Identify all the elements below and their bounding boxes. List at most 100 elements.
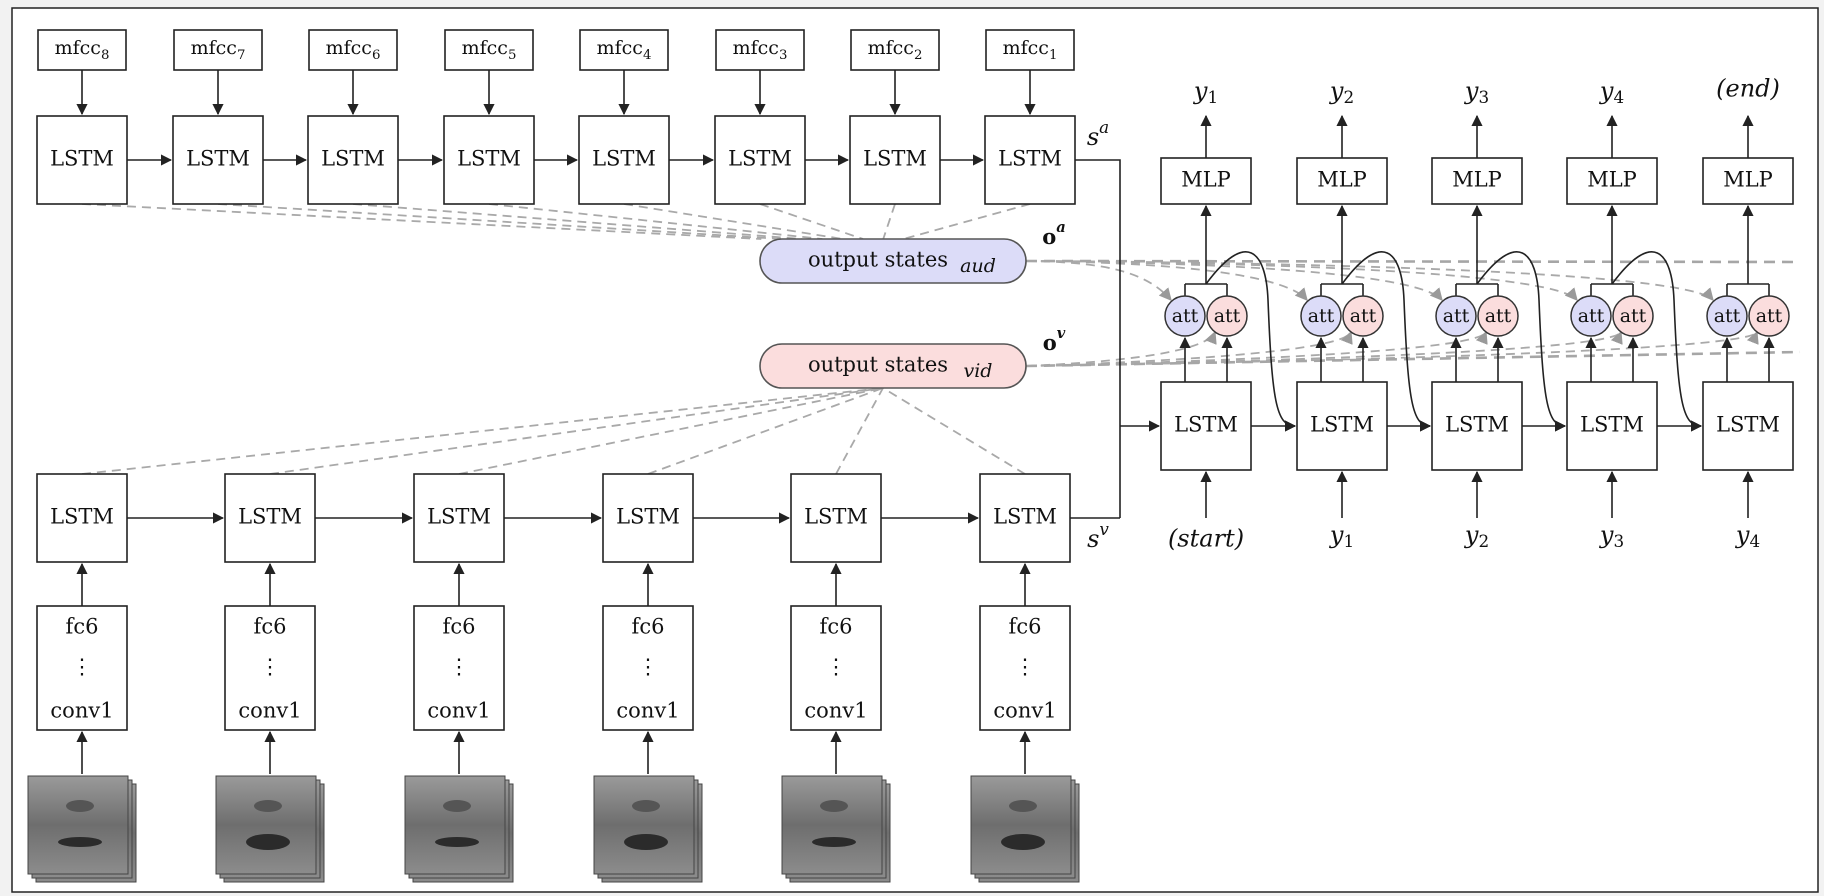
audio-lstm-box xyxy=(307,115,399,205)
att-video-label: att xyxy=(1620,305,1647,327)
cnn-box xyxy=(602,605,694,731)
cnn-box xyxy=(979,605,1071,731)
audio-to-states-dash xyxy=(882,203,896,240)
o-v-label: ov xyxy=(1043,325,1066,355)
video-lstm-label: LSTM xyxy=(993,505,1057,529)
audio-lstm-box xyxy=(443,115,535,205)
cnn-box xyxy=(790,605,882,731)
cnn-dots-label: ⋮ xyxy=(449,655,470,679)
face-frame xyxy=(593,775,695,875)
audio-lstm-label: LSTM xyxy=(592,147,656,171)
audio-encoder: mfcc8LSTMmfcc7LSTMmfcc6LSTMmfcc5LSTMmfcc… xyxy=(36,29,1109,205)
audio-lstm-label: LSTM xyxy=(998,147,1062,171)
decoder-input-label: y3 xyxy=(1599,521,1624,551)
cnn-bottom-label: conv1 xyxy=(50,699,113,723)
decoder-lstm-box xyxy=(1566,381,1658,471)
vid-states-bus xyxy=(1025,350,1801,368)
audio-lstm-label: LSTM xyxy=(728,147,792,171)
audio-lstm-box xyxy=(578,115,670,205)
face-frame xyxy=(215,775,317,875)
edges xyxy=(76,70,1775,774)
mouth-icon xyxy=(435,837,479,847)
audio-to-states-dash xyxy=(81,203,762,240)
mfcc-label: mfcc3 xyxy=(733,37,788,63)
mfcc-label: mfcc8 xyxy=(55,37,110,63)
video-lstm-box xyxy=(413,473,505,563)
mfcc-box xyxy=(850,29,940,71)
decoder-lstm-label: LSTM xyxy=(1716,413,1780,437)
att-audio-node xyxy=(1570,295,1612,337)
audio-lstm-box xyxy=(849,115,941,205)
att-audio-label: att xyxy=(1443,305,1470,327)
cnn-top-label: fc6 xyxy=(66,615,99,639)
decoder-input-label: y4 xyxy=(1735,521,1760,551)
audio-to-states-dash xyxy=(217,203,782,240)
decoder-input-label: y1 xyxy=(1329,521,1354,551)
audio-lstm-box xyxy=(714,115,806,205)
video-final-state-label: sv xyxy=(1087,519,1109,553)
mlp-label: MLP xyxy=(1587,168,1637,192)
att-video-label: att xyxy=(1756,305,1783,327)
audio-lstm-box xyxy=(984,115,1076,205)
aud-states-to-att-dash xyxy=(1025,260,1578,301)
decoder-lstm-box xyxy=(1702,381,1794,471)
video-lstm-box xyxy=(979,473,1071,563)
face-frame xyxy=(404,775,506,875)
decoder-lstm-label: LSTM xyxy=(1174,413,1238,437)
cnn-dots-label: ⋮ xyxy=(72,655,93,679)
decoder-output-label: y2 xyxy=(1329,77,1354,107)
mlp-box xyxy=(1702,157,1794,205)
att-video-node xyxy=(1748,295,1790,337)
context-feedback-curve xyxy=(1476,251,1567,432)
mfcc-label: mfcc1 xyxy=(1003,37,1058,63)
att-audio-node xyxy=(1300,295,1342,337)
decoder-input-label: y2 xyxy=(1464,521,1489,551)
att-audio-node xyxy=(1164,295,1206,337)
audio-lstm-box xyxy=(172,115,264,205)
cnn-bottom-label: conv1 xyxy=(993,699,1056,723)
decoder-lstm-box xyxy=(1160,381,1252,471)
cnn-dots-label: ⋮ xyxy=(1015,655,1036,679)
cnn-top-label: fc6 xyxy=(820,615,853,639)
mouth-icon xyxy=(246,834,290,850)
nose-icon xyxy=(254,800,282,812)
mlp-label: MLP xyxy=(1723,168,1773,192)
cnn-top-label: fc6 xyxy=(1009,615,1042,639)
cnn-dots-label: ⋮ xyxy=(638,655,659,679)
state-merge-line xyxy=(1075,159,1121,518)
video-to-states-dash xyxy=(835,387,884,475)
mfcc-box xyxy=(173,29,263,71)
audio-lstm-label: LSTM xyxy=(186,147,250,171)
nose-icon xyxy=(1009,800,1037,812)
mfcc-label: mfcc2 xyxy=(868,37,923,63)
decoder-lstm-label: LSTM xyxy=(1310,413,1374,437)
att-video-label: att xyxy=(1485,305,1512,327)
att-audio-node xyxy=(1706,295,1748,337)
mlp-label: MLP xyxy=(1181,168,1231,192)
video-lstm-box xyxy=(36,473,128,563)
nose-icon xyxy=(820,800,848,812)
att-video-node xyxy=(1342,295,1384,337)
mfcc-box xyxy=(579,29,669,71)
att-video-node xyxy=(1477,295,1519,337)
output-states-aud-label: output states xyxy=(808,248,948,272)
video-lstm-box xyxy=(602,473,694,563)
decoder-input-label: (start) xyxy=(1168,525,1244,553)
output-states-aud-sub: aud xyxy=(960,255,996,277)
mfcc-box xyxy=(308,29,398,71)
cnn-box xyxy=(36,605,128,731)
audio-to-states-dash xyxy=(488,203,823,240)
mlp-box xyxy=(1160,157,1252,205)
audio-lstm-label: LSTM xyxy=(457,147,521,171)
cnn-dots-label: ⋮ xyxy=(826,655,847,679)
cnn-bottom-label: conv1 xyxy=(616,699,679,723)
cnn-box xyxy=(224,605,316,731)
att-video-label: att xyxy=(1350,305,1377,327)
aud-states-to-att-dash xyxy=(1025,260,1172,301)
decoder-lstm-box xyxy=(1431,381,1523,471)
mfcc-box xyxy=(985,29,1075,71)
att-video-node xyxy=(1612,295,1654,337)
cnn-bottom-label: conv1 xyxy=(238,699,301,723)
